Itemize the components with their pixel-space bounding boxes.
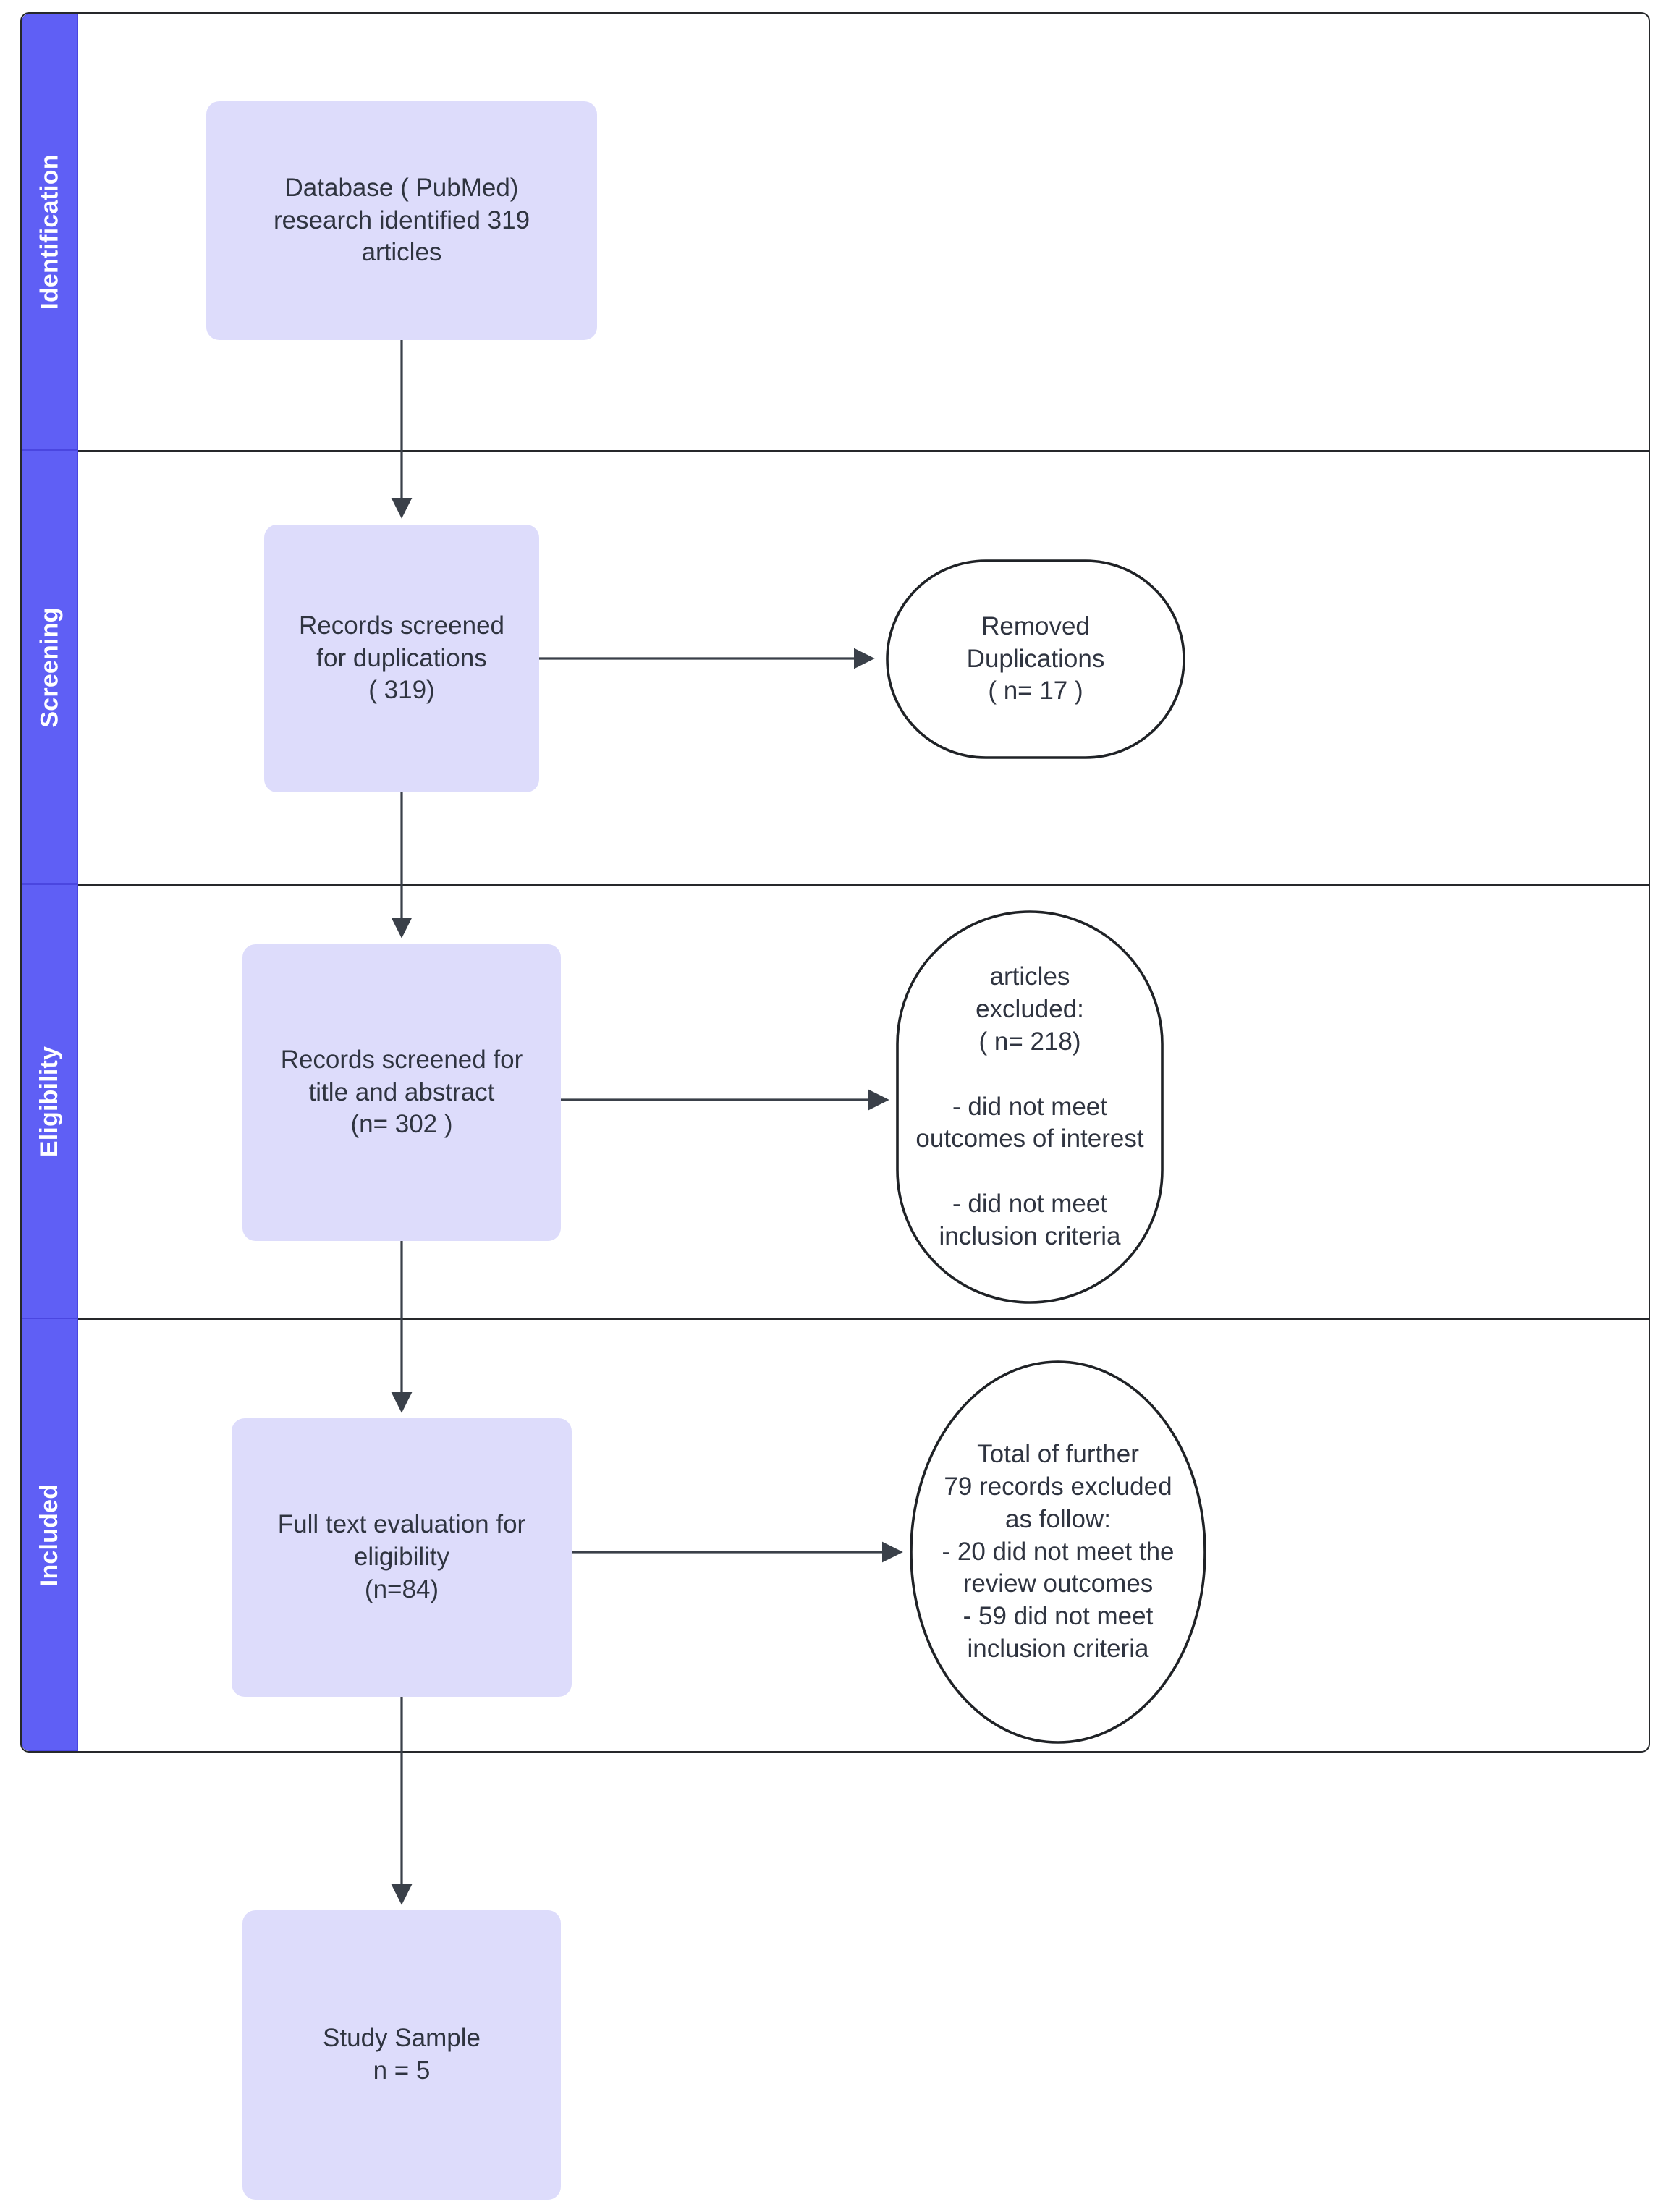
- node-records-title-abstract[interactable]: Records screened for title and abstract …: [242, 944, 561, 1241]
- lane-divider-2: [20, 884, 1650, 886]
- removed-duplications-ellipse: [886, 559, 1185, 759]
- lane-label-included: Included: [22, 1318, 78, 1751]
- articles-excluded-ellipse: [896, 910, 1164, 1304]
- node-database[interactable]: Database ( PubMed) research identified 3…: [206, 101, 597, 340]
- node-full-text-evaluation[interactable]: Full text evaluation for eligibility (n=…: [232, 1418, 572, 1697]
- lane-divider-3: [20, 1318, 1650, 1320]
- lane-divider-1: [20, 450, 1650, 452]
- further-excluded-ellipse: [910, 1360, 1206, 1744]
- node-database-label: Database ( PubMed) research identified 3…: [273, 173, 530, 267]
- node-study-sample-label: Study Sample n = 5: [323, 2024, 481, 2085]
- node-records-duplications[interactable]: Records screened for duplications ( 319): [264, 525, 539, 792]
- node-records-duplications-label: Records screened for duplications ( 319): [298, 611, 505, 705]
- lane-label-eligibility: Eligibility: [22, 884, 78, 1318]
- node-records-title-abstract-label: Records screened for title and abstract …: [280, 1045, 523, 1139]
- node-full-text-evaluation-label: Full text evaluation for eligibility (n=…: [277, 1510, 526, 1603]
- lane-label-screening: Screening: [22, 450, 78, 884]
- lane-label-identification: Identification: [22, 14, 78, 450]
- node-study-sample[interactable]: Study Sample n = 5: [242, 1910, 561, 2200]
